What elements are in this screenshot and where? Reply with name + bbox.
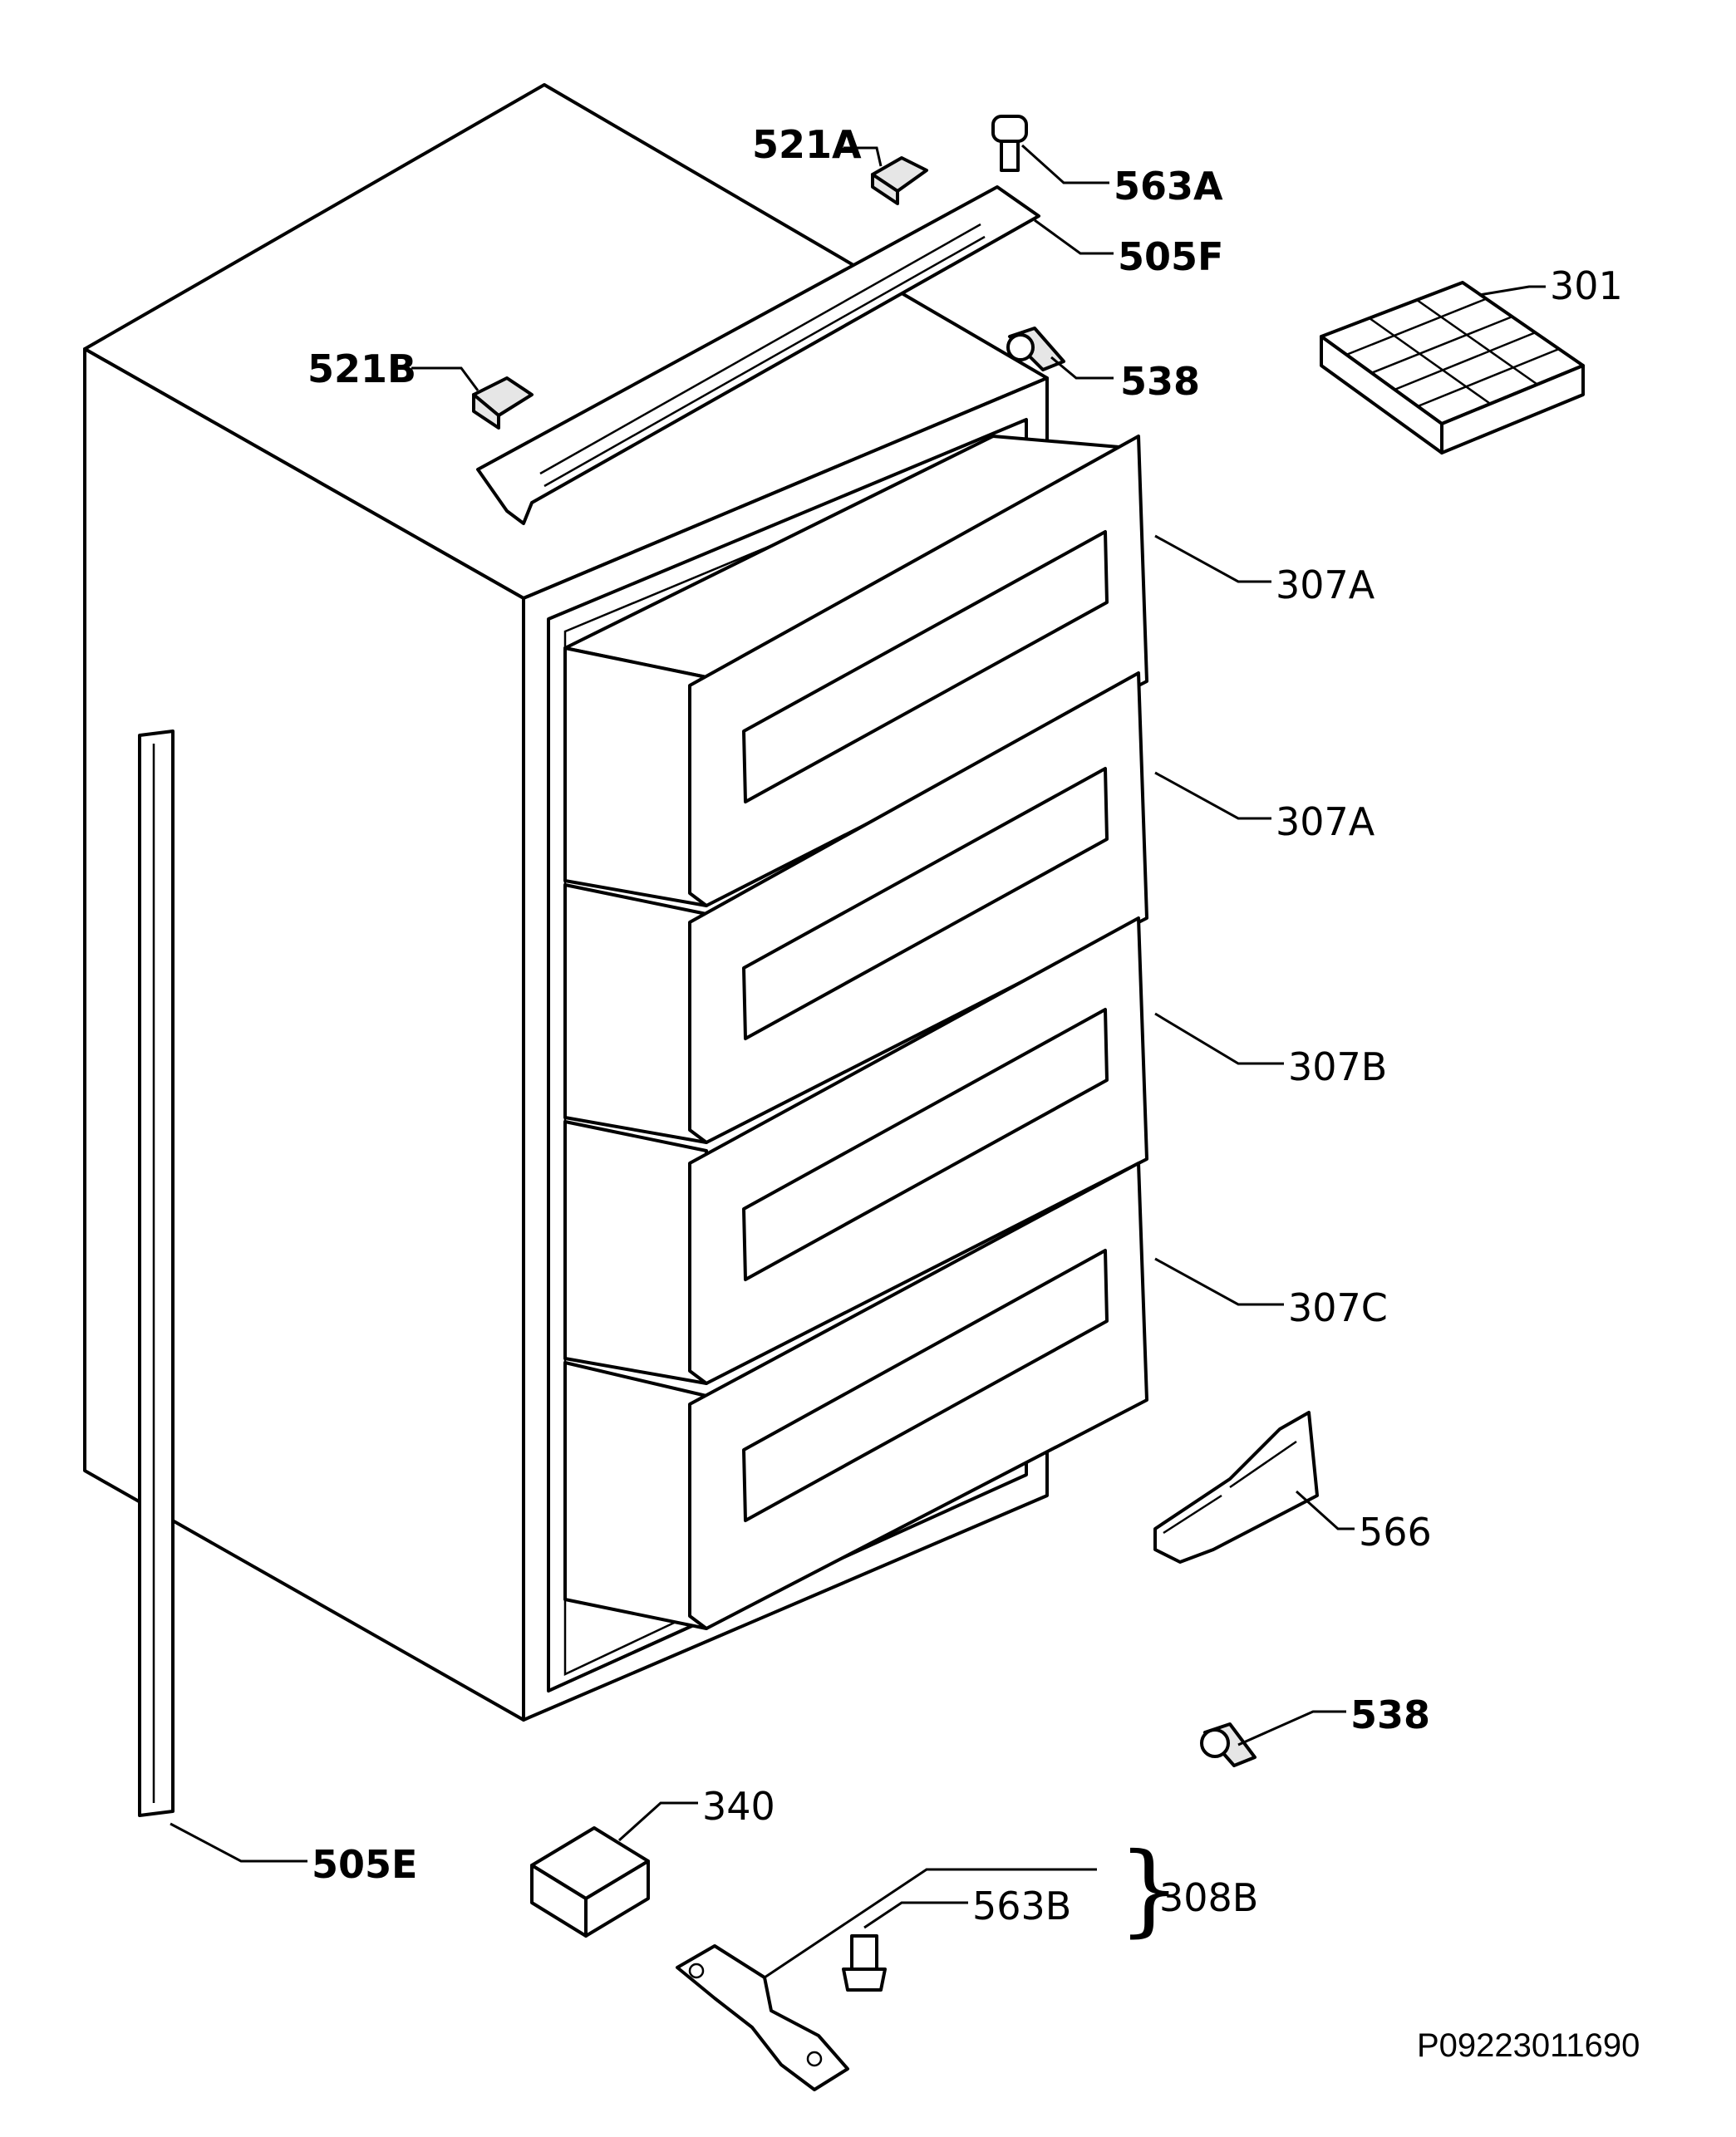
label-307c: 307C	[1288, 1285, 1388, 1330]
label-505e: 505E	[312, 1842, 417, 1887]
label-307a-2: 307A	[1276, 799, 1375, 844]
bracket-brace: }	[1118, 1832, 1181, 1948]
drawer-307a-top[interactable]	[563, 435, 1148, 907]
label-563a: 563A	[1114, 164, 1223, 209]
hinge-pin-563a	[991, 115, 1028, 172]
label-308b: 308B	[1159, 1875, 1258, 1920]
label-538-top: 538	[1120, 359, 1200, 404]
label-340: 340	[702, 1784, 775, 1829]
label-505f: 505F	[1118, 234, 1223, 279]
top-hinge-bracket	[476, 185, 1040, 525]
hinge-cover-521a	[871, 156, 928, 205]
label-521b: 521B	[307, 346, 416, 391]
drawer-307c[interactable]	[563, 1162, 1148, 1630]
bottom-hinge	[676, 1944, 849, 2091]
label-307a-1: 307A	[1276, 562, 1375, 607]
label-521a: 521A	[752, 122, 862, 167]
door-gasket-strip	[138, 730, 175, 1817]
part-labels: 521A 563A 505F 301 521B 538 307A 307A 30…	[307, 122, 1640, 2064]
accessory-pack	[530, 1826, 650, 1938]
label-301: 301	[1550, 263, 1623, 308]
door-stop-538-top	[1006, 327, 1065, 371]
label-563b: 563B	[972, 1884, 1071, 1928]
reference-code: P09223011690	[1417, 2027, 1640, 2064]
ice-cube-tray	[1320, 281, 1585, 454]
hinge-cover-521b	[472, 376, 534, 430]
hinge-screw-563b	[842, 1934, 887, 1992]
label-307b: 307B	[1288, 1044, 1387, 1089]
label-538-bottom: 538	[1350, 1692, 1430, 1737]
door-stop-538-bottom	[1200, 1722, 1257, 1767]
drawer-307b[interactable]	[563, 916, 1148, 1385]
ice-scraper	[1153, 1411, 1319, 1564]
label-566: 566	[1359, 1510, 1432, 1555]
drawer-307a-second[interactable]	[563, 671, 1148, 1144]
leader-lines	[170, 144, 1546, 1979]
